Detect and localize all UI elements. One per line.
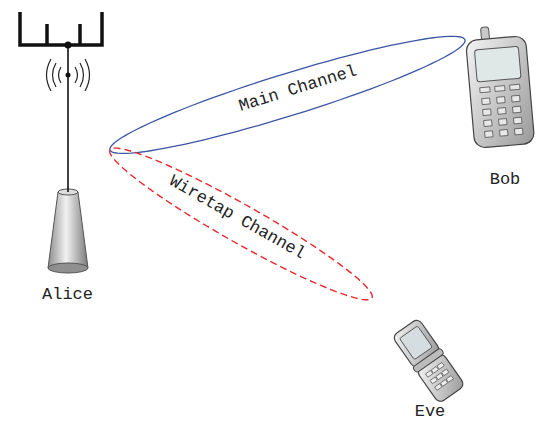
entity-node: Bob: [465, 25, 545, 190]
entity-node: Alice: [25, 5, 110, 305]
entity-label: Bob: [465, 170, 545, 190]
antenna-mast: [67, 46, 69, 192]
phone-screen: [474, 46, 521, 82]
eve-phone: [391, 317, 466, 404]
phone-keypad: [480, 84, 524, 137]
phone-keypad: [426, 362, 454, 390]
bob-phone: [465, 24, 535, 149]
phone-body: [466, 36, 535, 149]
radio-source: [66, 73, 71, 78]
entity-node: Eve: [372, 298, 488, 422]
channel-ellipse: [110, 148, 373, 300]
channel-label: Wiretap Channel: [165, 172, 308, 265]
channel-ellipse: [110, 36, 465, 153]
phone-screen: [399, 326, 432, 360]
antenna-array: [20, 12, 102, 45]
tower-body: [48, 192, 88, 268]
radio-waves: [47, 59, 90, 91]
entity-label: Eve: [372, 402, 488, 422]
antenna-feed: [65, 42, 72, 49]
entity-label: Alice: [25, 285, 110, 305]
tower-base: [48, 263, 88, 273]
